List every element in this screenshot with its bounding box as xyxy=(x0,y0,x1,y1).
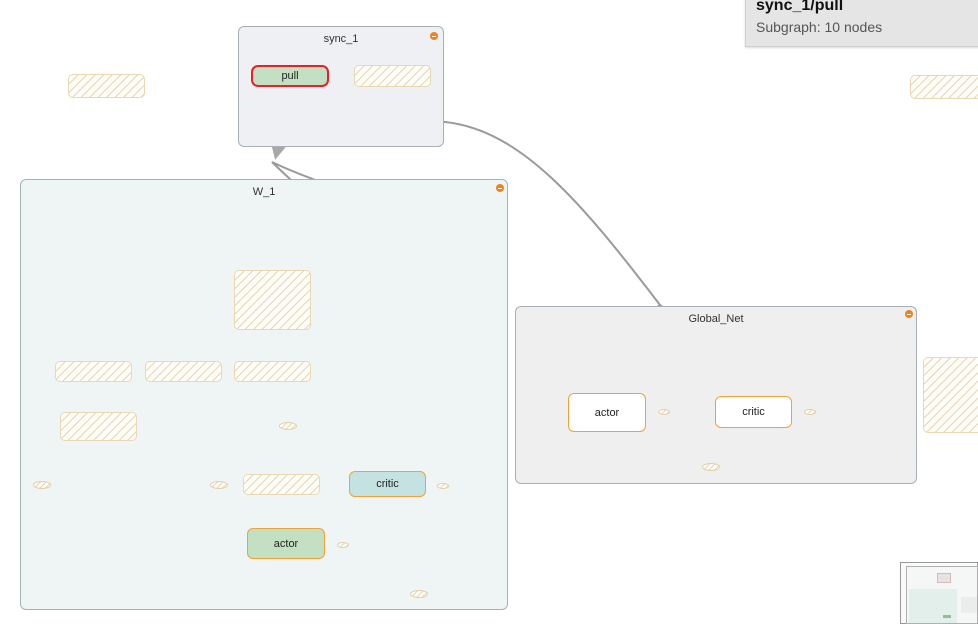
placeholder-oval xyxy=(337,542,349,548)
placeholder-oval xyxy=(702,463,720,471)
minimap-node xyxy=(943,615,951,618)
node-w1-actor[interactable]: actor xyxy=(247,528,325,559)
group-global-net[interactable]: Global_Net actor critic xyxy=(515,306,917,484)
placeholder-node xyxy=(243,474,320,495)
placeholder-oval xyxy=(658,409,670,415)
placeholder-node xyxy=(234,270,311,330)
minimap-viewport[interactable] xyxy=(906,566,978,624)
minimap-global-group xyxy=(961,597,977,613)
node-w1-critic[interactable]: critic xyxy=(349,471,426,497)
group-w-1[interactable]: W_1 critic actor xyxy=(20,179,508,610)
placeholder-node xyxy=(910,75,978,99)
node-global-actor[interactable]: actor xyxy=(568,393,646,432)
node-info-card: sync_1/pull Subgraph: 10 nodes xyxy=(745,0,978,47)
placeholder-node xyxy=(55,361,132,382)
minus-circle-icon[interactable] xyxy=(430,32,438,40)
placeholder-node xyxy=(145,361,222,382)
placeholder-node xyxy=(354,65,431,87)
placeholder-node xyxy=(234,361,311,382)
node-pull[interactable]: pull xyxy=(251,65,329,87)
placeholder-oval xyxy=(410,590,428,598)
group-w-1-title: W_1 xyxy=(252,186,276,198)
placeholder-oval xyxy=(279,422,297,430)
info-card-subtitle: Subgraph: 10 nodes xyxy=(756,19,883,35)
minimap[interactable] xyxy=(900,562,978,624)
node-global-critic[interactable]: critic xyxy=(715,396,792,428)
placeholder-node xyxy=(923,357,978,433)
minimap-sync-group xyxy=(937,573,951,583)
placeholder-node xyxy=(68,74,145,98)
group-sync-1-title: sync_1 xyxy=(323,33,359,45)
group-global-net-title: Global_Net xyxy=(688,313,744,325)
minus-circle-icon[interactable] xyxy=(905,310,913,318)
info-card-title: sync_1/pull xyxy=(756,0,844,14)
placeholder-oval xyxy=(804,409,816,415)
group-sync-1[interactable]: sync_1 pull xyxy=(238,26,444,147)
placeholder-oval xyxy=(437,483,449,489)
placeholder-oval xyxy=(33,481,51,489)
placeholder-oval xyxy=(210,481,228,489)
minus-circle-icon[interactable] xyxy=(496,184,504,192)
placeholder-node xyxy=(60,412,137,441)
